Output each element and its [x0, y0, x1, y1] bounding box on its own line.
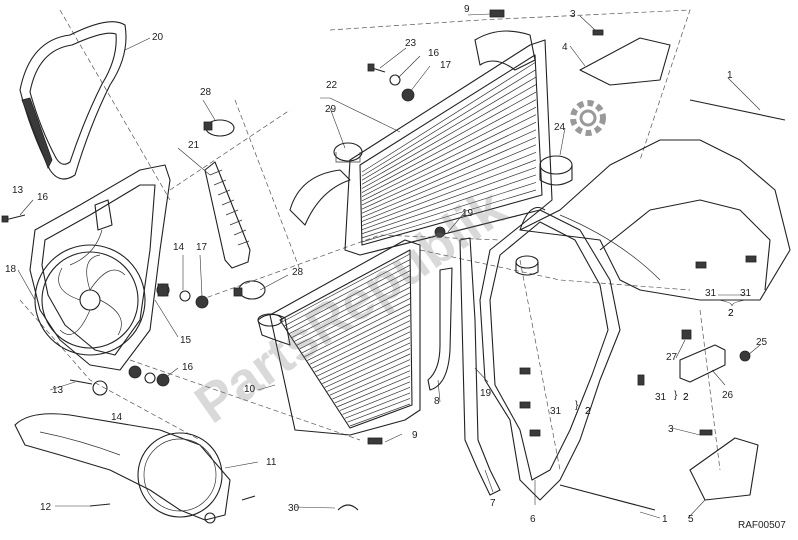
brace-symbol: } — [575, 400, 579, 411]
callout-number: 23 — [405, 38, 417, 49]
callout-number: 9 — [464, 4, 470, 15]
callout-number: 15 — [180, 335, 192, 346]
callout-number: 14 — [111, 412, 123, 423]
callout-number: 4 — [562, 42, 568, 53]
callout-labels: 1122233456789910111213131414151616161717… — [5, 4, 768, 525]
callout-number: 31 — [705, 288, 717, 299]
callout-number: 1 — [727, 70, 733, 81]
callout-number: 2 — [683, 392, 689, 403]
callout-number: 1 — [662, 514, 668, 525]
callout-number: 13 — [12, 185, 24, 196]
callout-number: 19 — [480, 388, 492, 399]
upper-radiator-part — [289, 30, 553, 256]
callout-number: 16 — [37, 192, 49, 203]
callout-number: 2 — [585, 406, 591, 417]
callout-number: 31 — [550, 406, 562, 417]
callout-number: 3 — [570, 9, 576, 20]
brace-label: 2 — [728, 308, 734, 319]
clip-parts — [519, 255, 757, 437]
callout-number: 7 — [490, 498, 496, 509]
callout-number: 28 — [292, 267, 304, 278]
fastener-parts — [1, 214, 359, 511]
callout-number: 27 — [666, 352, 678, 363]
callout-number: 12 — [40, 502, 52, 513]
callout-number: 21 — [188, 140, 200, 151]
callout-number: 2 — [728, 308, 734, 319]
fan-shroud-part — [29, 164, 171, 371]
lower-housing-part — [14, 413, 231, 524]
clamp-parts — [203, 119, 266, 300]
callout-number: 9 — [412, 430, 418, 441]
side-fairing-part — [519, 99, 791, 511]
brace-symbol-bottom — [717, 299, 747, 307]
callout-number: 25 — [756, 337, 768, 348]
callout-number: 3 — [668, 424, 674, 435]
callout-number: 10 — [244, 384, 256, 395]
callout-number: 14 — [173, 242, 185, 253]
gear-icon — [570, 100, 606, 136]
brace-labels: 2 } 2 } 2 — [575, 299, 747, 417]
lower-radiator-part — [257, 239, 421, 445]
callout-number: 13 — [52, 385, 64, 396]
callout-number: 18 — [5, 264, 17, 275]
callout-number: 24 — [554, 122, 566, 133]
bracket-parts — [579, 37, 759, 501]
callout-number: 17 — [440, 60, 452, 71]
callout-number: 17 — [196, 242, 208, 253]
callout-number: 6 — [530, 514, 536, 525]
callout-number: 31 — [655, 392, 667, 403]
callout-number: 16 — [428, 48, 440, 59]
callout-number: 20 — [152, 32, 164, 43]
brace-label: 2 — [585, 406, 591, 417]
callout-number: 22 — [326, 80, 338, 91]
callout-number: 31 — [740, 288, 752, 299]
leader-lines — [17, 13, 761, 519]
callout-number: 16 — [182, 362, 194, 373]
hose-part — [204, 161, 251, 269]
top-fastener-parts — [367, 9, 604, 102]
callout-number: 26 — [722, 390, 734, 401]
guide-lines — [19, 9, 721, 471]
callout-number: 8 — [434, 396, 440, 407]
callout-number: 11 — [266, 457, 277, 468]
brace-label: 2 — [683, 392, 689, 403]
belt-part — [19, 21, 127, 180]
reference-code: RAF00507 — [738, 520, 786, 531]
callout-number: 29 — [325, 104, 337, 115]
mount-bracket-parts — [679, 329, 751, 383]
brace-symbol: } — [674, 390, 678, 401]
callout-number: 30 — [288, 503, 300, 514]
small-hose-parts — [427, 226, 501, 496]
callout-number: 28 — [200, 87, 212, 98]
callout-number: 19 — [462, 208, 474, 219]
callout-number: 5 — [688, 514, 694, 525]
